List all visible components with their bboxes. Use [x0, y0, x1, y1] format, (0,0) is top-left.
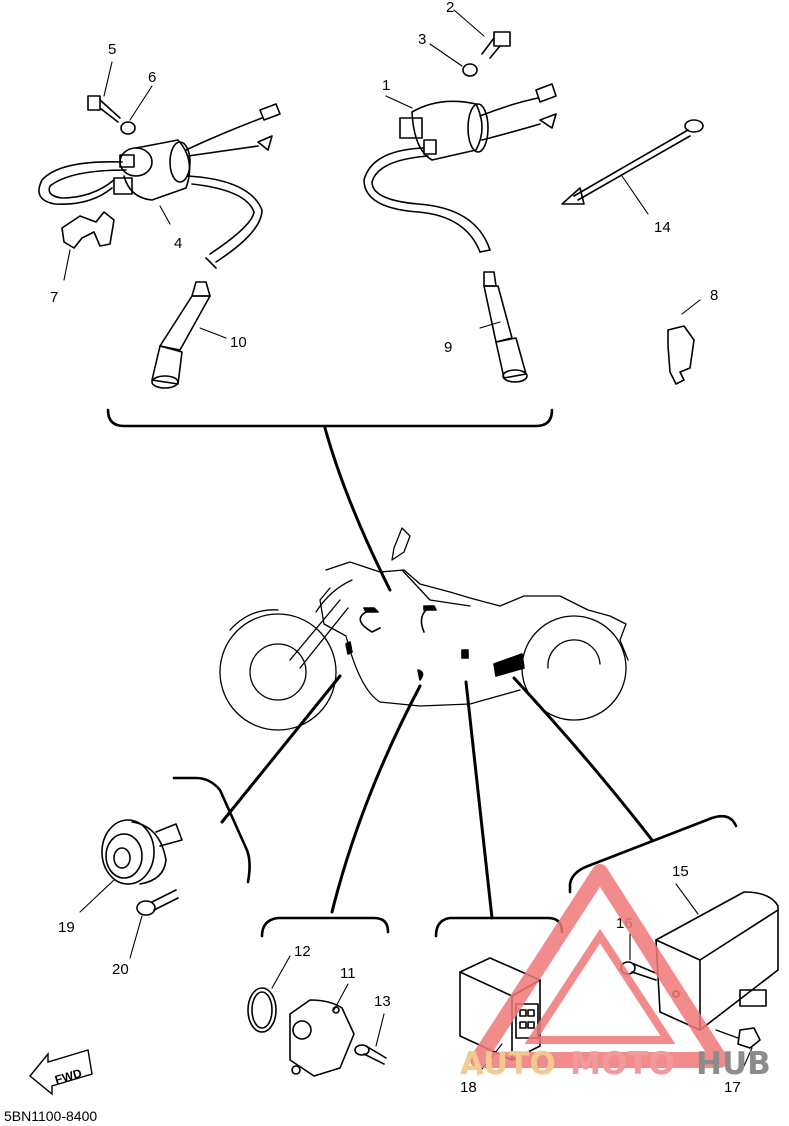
bolt-2 [481, 31, 511, 59]
watermark-logo [470, 864, 728, 1068]
part-label-3: 3 [418, 31, 426, 48]
watermark-text: AUTO MOTO HUB [460, 1046, 771, 1082]
part-label-15: 15 [672, 863, 689, 880]
o-ring-12 [247, 987, 277, 1033]
part-label-2: 2 [446, 0, 454, 16]
horn-19 [101, 819, 183, 885]
group-bracket-top [106, 408, 554, 428]
part-label-11: 11 [340, 965, 356, 982]
group-bracket-sensor [260, 916, 390, 938]
watermark-hub: HUB [696, 1046, 771, 1082]
part-label-10: 10 [230, 334, 247, 351]
bolt-20 [136, 889, 179, 916]
part-label-14: 14 [654, 219, 671, 236]
lead-wire-14 [561, 119, 704, 205]
nut-17 [737, 1027, 761, 1049]
part-label-7: 7 [50, 289, 58, 306]
part-label-5: 5 [108, 41, 116, 58]
clamp-7 [61, 211, 115, 249]
group-bracket-horn [172, 776, 251, 884]
clip-8 [667, 325, 695, 385]
part-label-18: 18 [460, 1079, 477, 1096]
plug-cap-10 [151, 281, 211, 389]
motorcycle-outline [219, 527, 629, 731]
bolt-5 [87, 95, 121, 123]
part-label-13: 13 [374, 993, 391, 1010]
drawing-code: 5BN1100-8400 [4, 1108, 98, 1124]
washer-3 [462, 63, 478, 77]
part-label-9: 9 [444, 339, 452, 356]
fwd-arrow-icon: FWD [29, 1049, 93, 1096]
ignition-coil-right [363, 83, 557, 253]
ignition-coil-left [38, 103, 281, 269]
fwd-label: FWD [53, 1066, 83, 1087]
part-label-20: 20 [112, 961, 129, 978]
washer-6 [120, 121, 136, 135]
part-label-12: 12 [294, 943, 311, 960]
sensor-11 [289, 999, 355, 1077]
plug-cap-9 [483, 271, 528, 383]
group-bracket-cdi [568, 814, 738, 894]
part-label-17: 17 [724, 1079, 741, 1096]
screw-13 [354, 1044, 387, 1065]
part-label-1: 1 [382, 77, 390, 94]
watermark-moto: MOTO [570, 1046, 675, 1082]
part-label-8: 8 [710, 287, 718, 304]
part-label-6: 6 [148, 69, 156, 86]
part-label-4: 4 [174, 235, 182, 252]
part-label-19: 19 [58, 919, 75, 936]
cdi-unit-15 [655, 891, 779, 1031]
group-bracket-relay [434, 916, 564, 938]
watermark-auto: AUTO [460, 1046, 556, 1082]
